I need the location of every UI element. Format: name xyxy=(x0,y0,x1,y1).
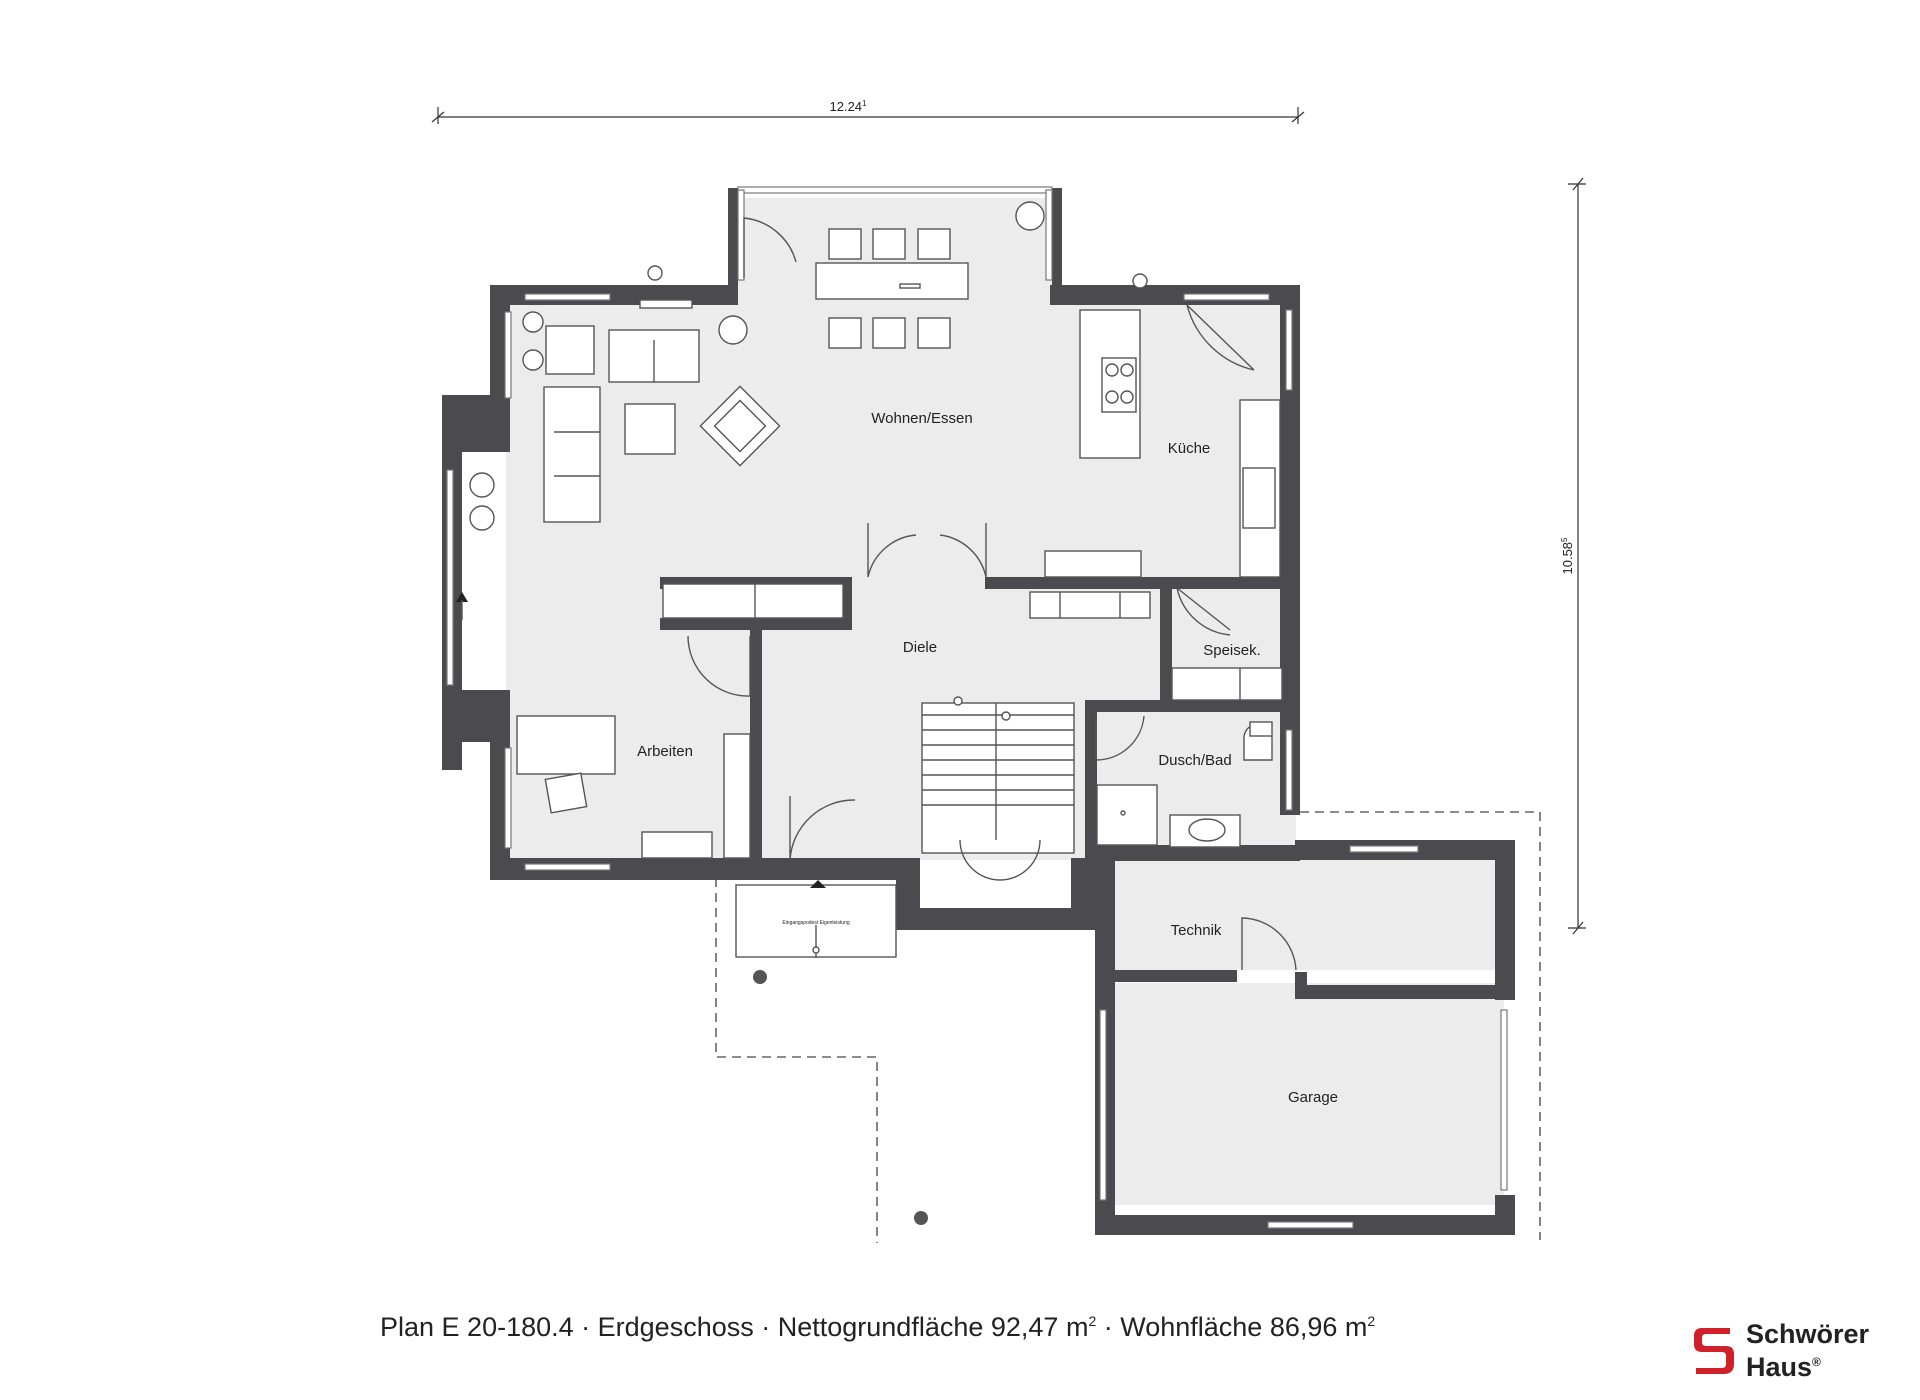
height-dimension: 10.585 xyxy=(1560,177,1586,935)
plan-id: Plan E 20-180.4 xyxy=(380,1312,574,1342)
furniture xyxy=(456,201,1283,1225)
schwoerer-haus-logo: Schwörer Haus® xyxy=(1690,1320,1920,1384)
terrace-outline xyxy=(715,878,878,1243)
office-chair xyxy=(544,772,588,814)
shower-tray xyxy=(1096,784,1158,846)
garage-outline xyxy=(1300,811,1541,1240)
floor-name: Erdgeschoss xyxy=(597,1312,754,1342)
room-label-dusch-bad: Dusch/Bad xyxy=(1158,752,1231,769)
logo-mark-icon xyxy=(1694,1328,1734,1374)
net-floor-area: Nettogrundfläche 92,47 m xyxy=(777,1312,1089,1342)
room-label-garage: Garage xyxy=(1288,1089,1338,1106)
dining-table xyxy=(815,262,969,300)
room-label-kueche: Küche xyxy=(1168,440,1211,457)
room-label-wohnen-essen: Wohnen/Essen xyxy=(871,410,972,427)
staircase xyxy=(921,702,1075,854)
logo-line-1: Schwörer xyxy=(1746,1319,1870,1349)
living-area: Wohnfläche 86,96 m xyxy=(1120,1312,1368,1342)
room-label-diele: Diele xyxy=(903,639,937,656)
room-label-technik: Technik xyxy=(1171,922,1222,939)
desk xyxy=(516,715,616,775)
height-dimension-label: 10.585 xyxy=(1560,537,1575,575)
cooktop xyxy=(1101,357,1137,413)
sink xyxy=(1242,467,1276,529)
coffee-table xyxy=(624,403,676,455)
plan-caption: Plan E 20-180.4 · Erdgeschoss · Nettogru… xyxy=(380,1312,1376,1342)
width-dimension-label: 12.241 xyxy=(830,99,868,114)
registered-mark: ® xyxy=(1812,1355,1821,1369)
logo-line-2: Haus xyxy=(1746,1352,1813,1382)
width-dimension: 12.241 xyxy=(431,99,1305,124)
room-label-speisek: Speisek. xyxy=(1203,642,1261,659)
entrance-note: Eingangspodest Eigenleistung xyxy=(782,920,849,926)
armchair xyxy=(545,325,595,375)
sofa-3-seat xyxy=(543,386,601,523)
doors xyxy=(687,217,1297,971)
room-label-arbeiten: Arbeiten xyxy=(637,743,693,760)
windows xyxy=(446,186,1508,1229)
